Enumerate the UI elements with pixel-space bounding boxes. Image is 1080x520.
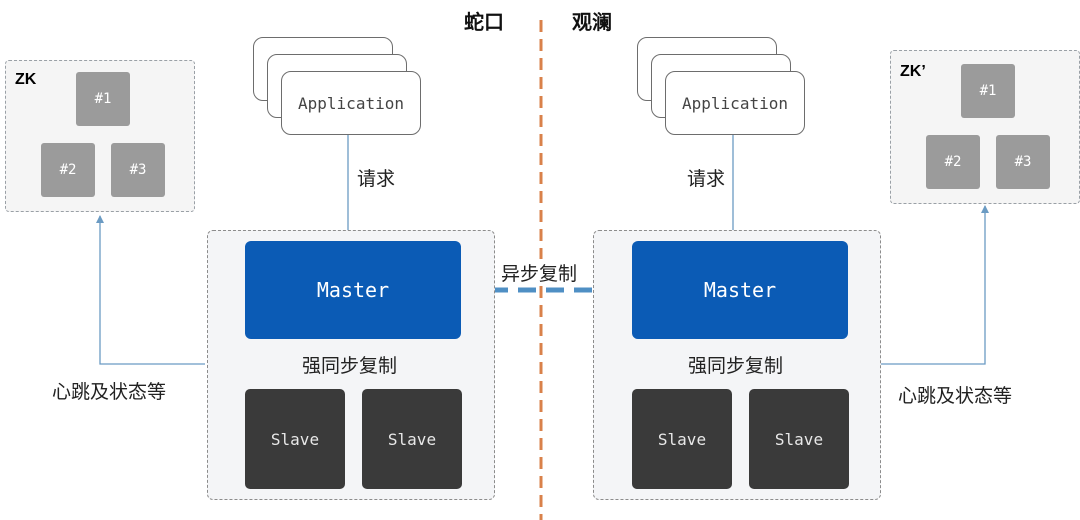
left-master-node: Master [245, 241, 461, 339]
right-application-label: Application [682, 93, 788, 113]
right-zk-node-3: #3 [996, 135, 1050, 189]
right-request-label: 请求 [687, 168, 726, 190]
left-heartbeat-label: 心跳及状态等 [52, 381, 167, 403]
right-heartbeat-arrow [880, 205, 989, 365]
right-zk-node-2: #2 [926, 135, 980, 189]
right-zk-node-1: #1 [961, 64, 1015, 118]
right-slave-node-1: Slave [632, 389, 732, 489]
left-sync-label: 强同步复制 [302, 355, 398, 377]
left-zk-node-1: #1 [76, 72, 130, 126]
async-replication-label: 异步复制 [499, 259, 580, 286]
left-application-label: Application [298, 93, 404, 113]
left-request-label: 请求 [357, 168, 396, 190]
right-application-card: Application [665, 71, 805, 135]
region-label-right: 观澜 [572, 10, 612, 34]
left-heartbeat-arrow [96, 215, 205, 365]
left-slave-node-1: Slave [245, 389, 345, 489]
left-zk-node-3: #3 [111, 143, 165, 197]
left-application-card: Application [281, 71, 421, 135]
right-slave-node-2: Slave [749, 389, 849, 489]
left-zk-cluster: ZK #1 #2 #3 [5, 60, 195, 212]
right-heartbeat-label: 心跳及状态等 [898, 385, 1013, 407]
right-sync-label: 强同步复制 [688, 355, 784, 377]
region-label-left: 蛇口 [464, 10, 504, 34]
left-zk-title: ZK [15, 71, 37, 88]
right-zk-title: ZK’ [900, 63, 926, 80]
right-zk-cluster: ZK’ #1 #2 #3 [890, 50, 1080, 204]
right-master-node: Master [632, 241, 848, 339]
left-zk-node-2: #2 [41, 143, 95, 197]
left-slave-node-2: Slave [362, 389, 462, 489]
